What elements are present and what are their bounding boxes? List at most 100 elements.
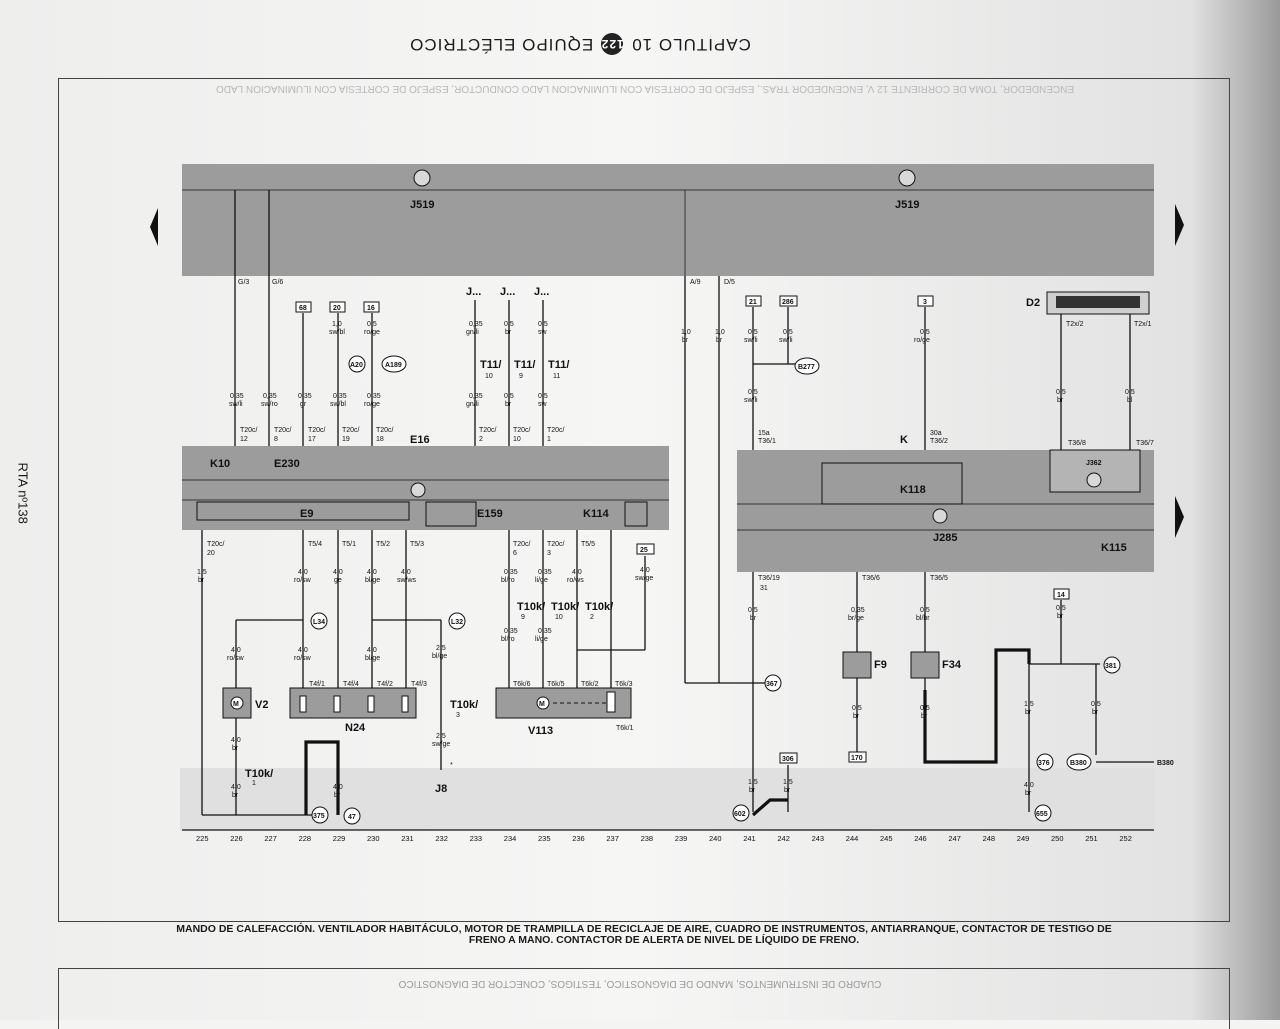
svg-text:sw/bl: sw/bl [329,329,345,336]
svg-text:J...: J... [500,286,515,298]
svg-text:1: 1 [252,780,256,787]
svg-text:T10k/: T10k/ [245,768,273,780]
grid-number: 229 [333,834,346,843]
v113-label: V113 [528,725,553,737]
svg-text:1,5: 1,5 [748,779,758,786]
svg-text:T10k/: T10k/ [450,699,478,711]
svg-text:15a: 15a [758,430,770,437]
grid-number: 232 [435,834,448,843]
svg-text:ro/ge: ro/ge [364,329,380,336]
svg-text:0,5: 0,5 [1056,389,1066,396]
svg-text:T6k/6: T6k/6 [513,681,531,688]
svg-text:1,0: 1,0 [715,329,725,336]
grid-number: 250 [1051,834,1064,843]
svg-text:T36/8: T36/8 [1068,440,1086,447]
svg-text:sw/ws: sw/ws [397,577,417,584]
svg-text:376: 376 [1038,760,1050,767]
svg-text:sw/ge: sw/ge [432,741,450,748]
svg-text:M: M [539,701,545,708]
grid-number: 240 [709,834,722,843]
svg-text:0,5: 0,5 [367,321,377,328]
n24-label: N24 [345,722,366,734]
svg-text:T20c/: T20c/ [547,541,565,548]
svg-text:4,0: 4,0 [231,737,241,744]
svg-text:12: 12 [240,436,248,443]
svg-text:bl: bl [1127,397,1133,404]
svg-text:17: 17 [308,436,316,443]
f9-handbrake-switch [842,651,872,679]
next-diagram-frame [58,968,1230,1029]
ground-symbol-icon [932,508,948,524]
svg-text:0,5: 0,5 [852,705,862,712]
grid-number: 244 [846,834,859,843]
ground-symbol-icon [413,169,431,187]
e9-label: E9 [300,508,313,520]
svg-text:ro/sw: ro/sw [294,655,312,662]
prev-page-arrow[interactable] [150,208,158,246]
svg-text:sw/li: sw/li [744,337,758,344]
svg-text:*: * [450,762,453,769]
svg-text:6: 6 [513,550,517,557]
svg-text:31: 31 [760,585,768,592]
v2-label: V2 [255,699,268,711]
svg-text:bl/ge: bl/ge [365,577,380,584]
svg-text:10: 10 [485,373,493,380]
svg-text:0,5: 0,5 [748,329,758,336]
svg-text:br: br [232,792,239,799]
svg-text:0,5: 0,5 [748,607,758,614]
svg-text:T11/: T11/ [514,359,535,371]
svg-text:ge: ge [334,577,342,584]
svg-text:10: 10 [513,436,521,443]
grid-number: 233 [470,834,483,843]
svg-text:4,0: 4,0 [231,647,241,654]
svg-text:B380: B380 [1070,760,1087,767]
svg-text:0,5: 0,5 [920,329,930,336]
svg-text:2: 2 [590,614,594,621]
svg-text:bl/ge: bl/ge [365,655,380,662]
svg-text:T5/3: T5/3 [410,541,424,548]
svg-text:4,0: 4,0 [298,569,308,576]
svg-text:T6k/3: T6k/3 [615,681,633,688]
svg-text:8: 8 [274,436,278,443]
svg-text:0,5: 0,5 [504,321,514,328]
svg-text:T20c/: T20c/ [513,541,531,548]
svg-text:B277: B277 [798,364,815,371]
svg-text:T5/5: T5/5 [581,541,595,548]
e230-label: E230 [274,458,300,470]
svg-text:br: br [334,792,341,799]
svg-text:20: 20 [207,550,215,557]
svg-text:367: 367 [766,681,778,688]
svg-text:T4f/1: T4f/1 [309,681,325,688]
grid-number: 230 [367,834,380,843]
svg-text:T5/4: T5/4 [308,541,322,548]
svg-text:J...: J... [466,286,481,298]
svg-text:21: 21 [749,299,757,306]
svg-text:br: br [1092,709,1099,716]
svg-text:sw/li: sw/li [779,337,793,344]
svg-text:0,35: 0,35 [538,569,552,576]
svg-text:L32: L32 [451,619,463,626]
svg-text:br: br [232,745,239,752]
svg-text:T11/: T11/ [548,359,569,371]
svg-text:br: br [716,337,723,344]
svg-text:1,5: 1,5 [197,569,207,576]
svg-text:0,5: 0,5 [1091,701,1101,708]
grid-number: 241 [743,834,756,843]
svg-text:T11/: T11/ [480,359,501,371]
svg-text:0,35: 0,35 [367,393,381,400]
svg-text:0,5: 0,5 [1056,605,1066,612]
next-page-arrow-top[interactable] [1175,204,1184,246]
grid-number: 226 [230,834,243,843]
svg-text:T36/2: T36/2 [930,438,948,445]
svg-text:li/ge: li/ge [535,636,548,643]
svg-text:T36/19: T36/19 [758,575,780,582]
svg-text:0,35: 0,35 [504,628,518,635]
next-page-arrow-bottom[interactable] [1175,496,1184,538]
svg-text:T36/5: T36/5 [930,575,948,582]
svg-text:br: br [505,329,512,336]
j285-label: J285 [933,532,957,544]
svg-text:0,5: 0,5 [920,607,930,614]
svg-text:4,0: 4,0 [333,569,343,576]
svg-text:ro/sw: ro/sw [227,655,245,662]
